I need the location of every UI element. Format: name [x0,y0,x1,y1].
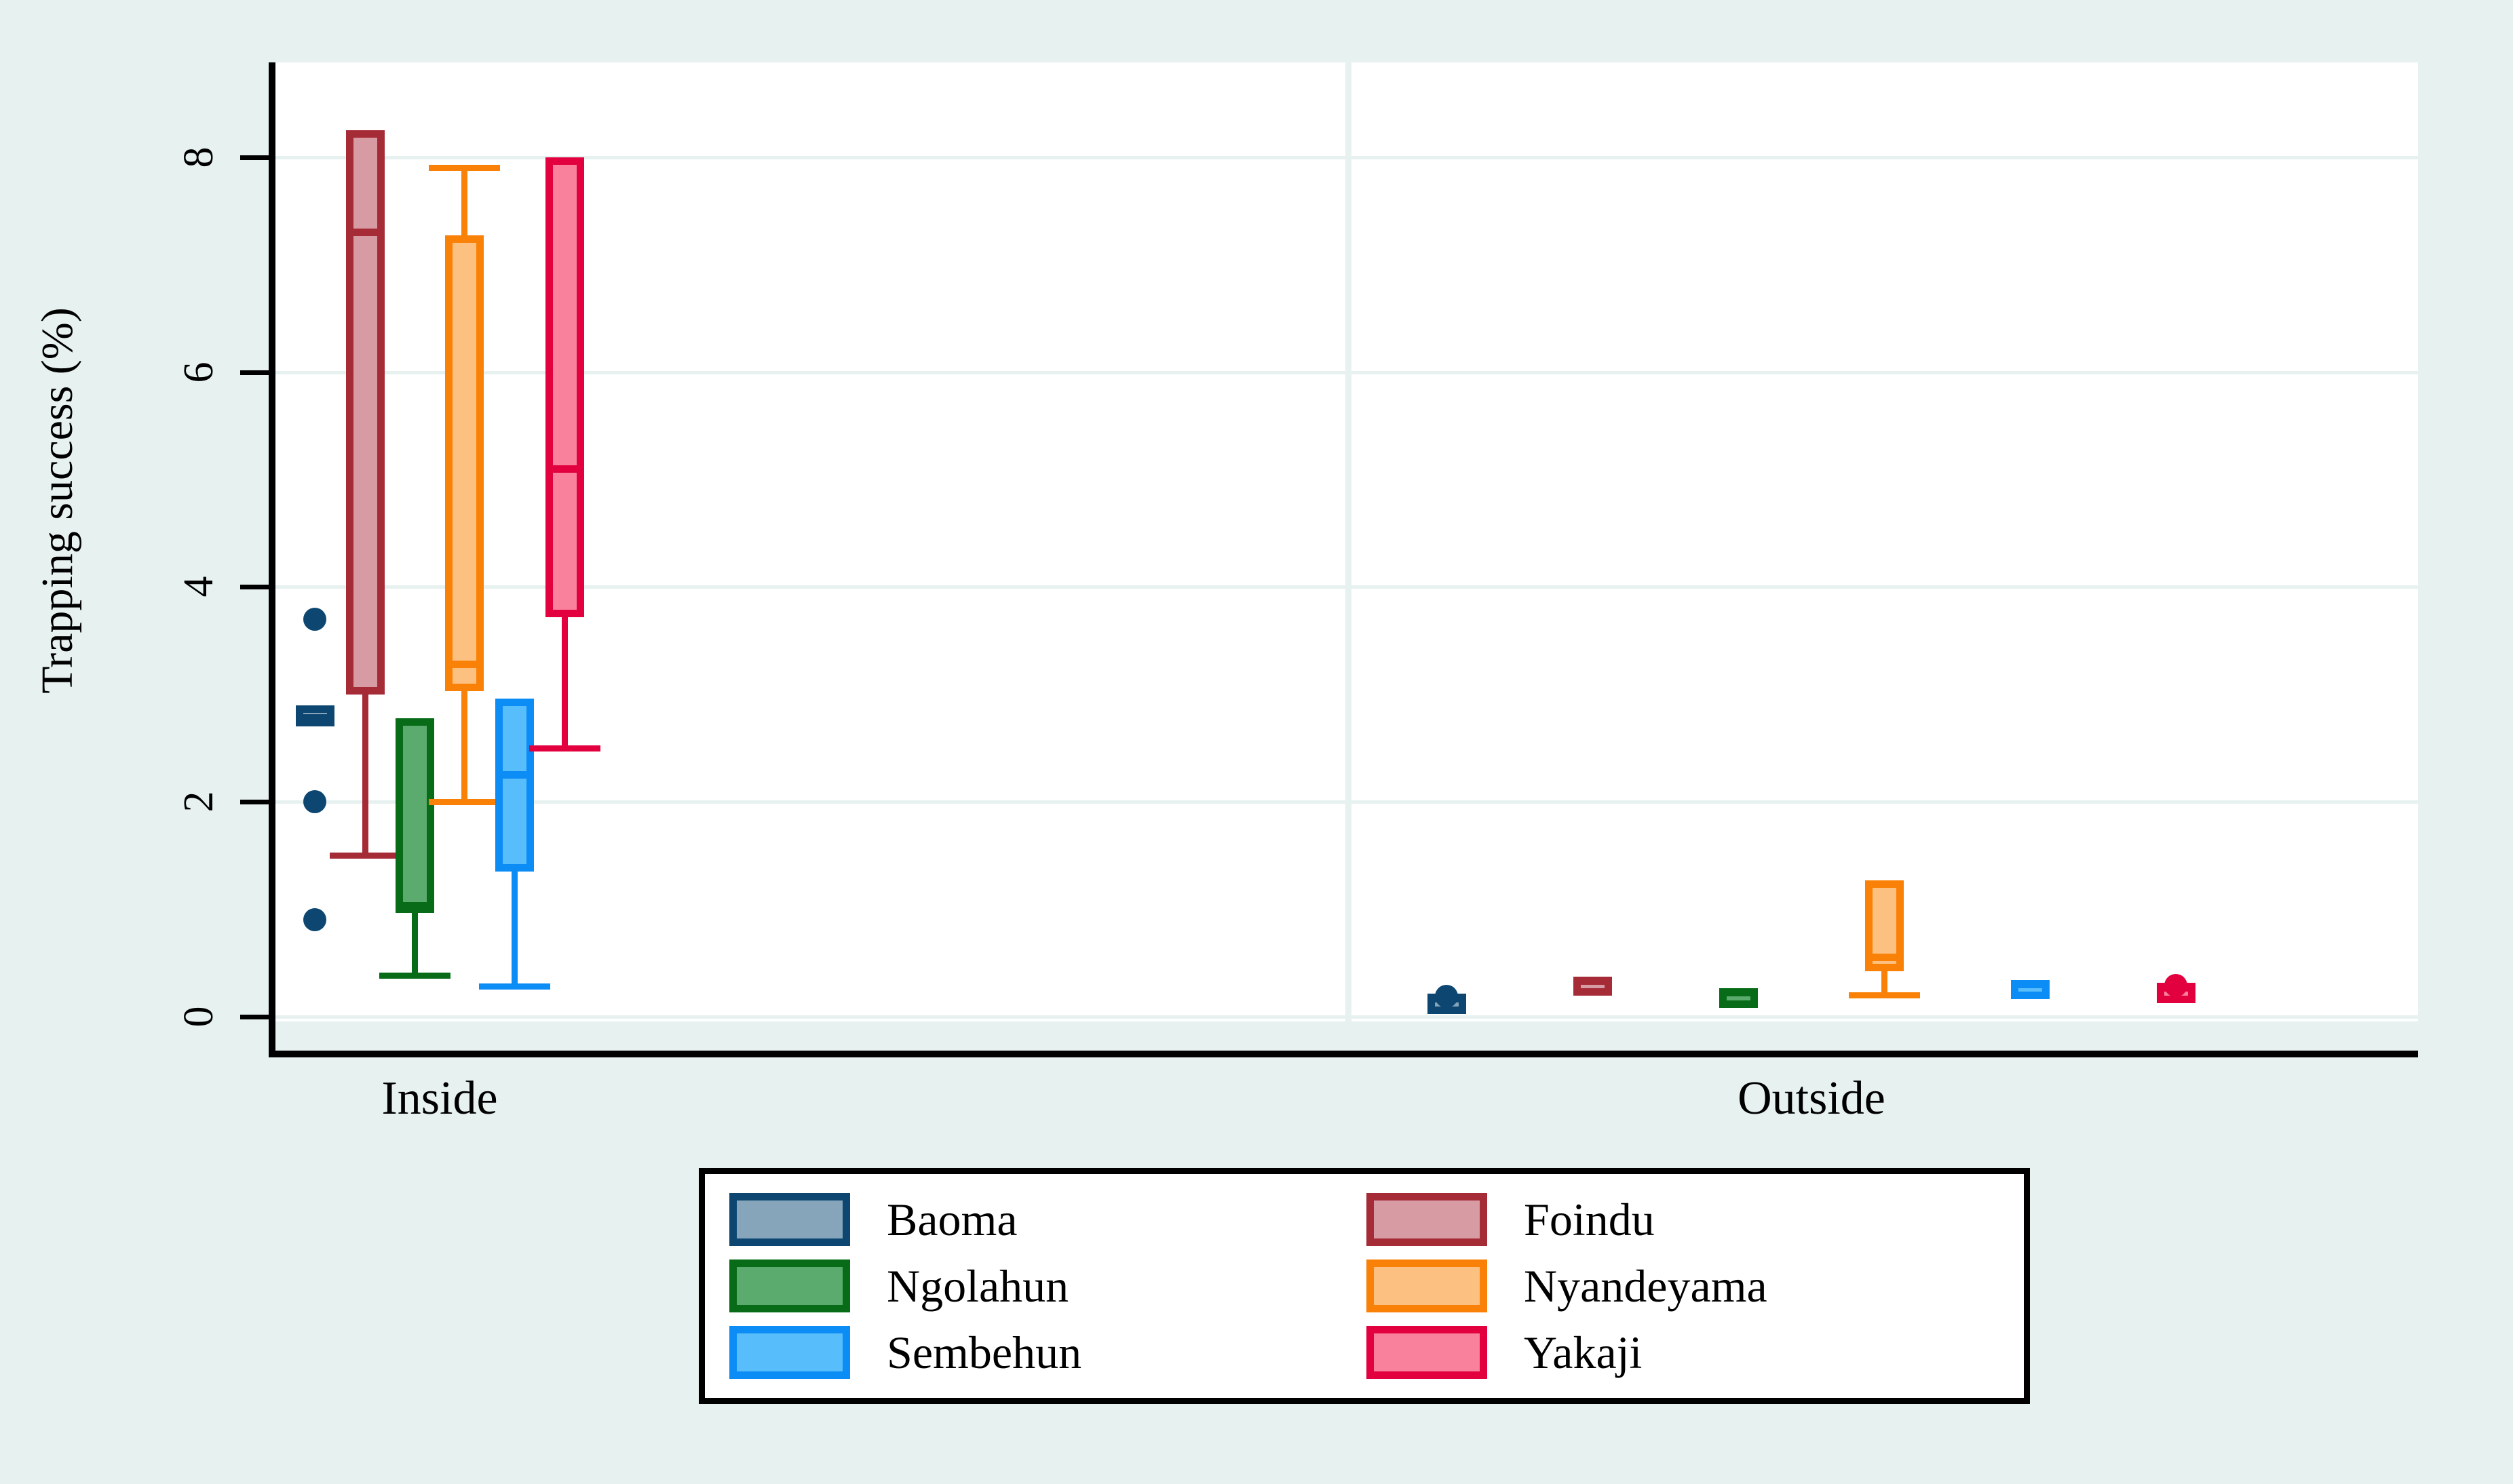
y-tick-0 [240,1015,269,1019]
legend-label-nyandeyama: Nyandeyama [1524,1260,1767,1312]
y-axis-line [269,62,275,1054]
whisker-lower-stem [461,691,467,802]
median-line [545,465,584,473]
whisker-lower-stem [1881,971,1887,996]
box-ngolahun-outside [274,62,2418,1021]
outlier-point [303,607,326,631]
median-line [345,229,385,237]
median-line [1719,988,1758,996]
box-foindu-inside [274,62,2418,1021]
x-axis-label-inside: Inside [381,1072,498,1125]
box-rect [395,718,434,910]
legend-swatch-baoma [729,1193,850,1246]
median-line [1864,954,1904,962]
legend-item-foindu[interactable]: Foindu [1366,1193,2003,1246]
box-foindu-outside [274,62,2418,1021]
box-nyandeyama-inside [274,62,2418,1021]
outlier-point [2164,974,2187,998]
outlier-point [303,790,326,814]
whisker-lower-cap [329,852,401,859]
whisker-lower-cap [379,973,450,979]
box-baoma-inside [274,62,2418,1021]
whisker-lower-cap [529,745,600,751]
box-yakaji-outside [274,62,2418,1021]
outlier-point [1435,984,1458,1008]
whisker-lower-cap [478,983,550,990]
legend-label-foindu: Foindu [1524,1194,1655,1245]
legend-item-sembehun[interactable]: Sembehun [729,1326,1366,1379]
whisker-lower-stem [362,694,368,856]
x-axis-label-outside: Outside [1738,1072,1885,1125]
whisker-lower-cap [428,798,500,805]
plot-area [274,62,2418,1021]
y-tick-label-6: 6 [176,362,222,383]
legend-label-yakaji: Yakaji [1524,1327,1643,1378]
box-sembehun-inside [274,62,2418,1021]
legend-swatch-ngolahun [729,1260,850,1312]
median-line [495,771,534,779]
outlier-point [303,908,326,932]
median-line [1573,977,1612,985]
legend-item-ngolahun[interactable]: Ngolahun [729,1260,1366,1312]
box-baoma-outside [274,62,2418,1021]
legend-label-baoma: Baoma [887,1194,1018,1245]
legend-label-sembehun: Sembehun [887,1327,1082,1378]
y-tick-label-2: 2 [176,791,222,813]
box-rect [545,157,584,617]
y-tick-label-4: 4 [176,576,222,598]
whisker-upper-cap [428,165,500,172]
x-axis-line [269,1051,2418,1057]
box-rect [444,235,484,692]
y-tick-4 [240,585,269,590]
median-line [295,714,334,722]
box-rect [345,130,385,695]
whisker-lower-stem [411,909,418,976]
legend-swatch-yakaji [1366,1326,1487,1379]
legend-item-yakaji[interactable]: Yakaji [1366,1326,2003,1379]
group-divider [1345,62,1351,1021]
legend-label-ngolahun: Ngolahun [887,1260,1069,1312]
y-tick-8 [240,155,269,160]
y-tick-label-0: 0 [176,1006,222,1028]
box-yakaji-inside [274,62,2418,1021]
box-nyandeyama-outside [274,62,2418,1021]
y-tick-6 [240,370,269,375]
box-rect [495,699,534,872]
box-sembehun-outside [274,62,2418,1021]
median-line [444,660,484,668]
whisker-upper-stem [461,168,467,236]
legend-swatch-foindu [1366,1193,1487,1246]
median-line [395,905,434,914]
y-tick-2 [240,800,269,805]
median-line [2010,980,2050,988]
whisker-lower-stem [561,617,568,748]
y-axis-title: Trapping success (%) [33,307,82,694]
legend-swatch-sembehun [729,1326,850,1379]
legend-item-baoma[interactable]: Baoma [729,1193,1366,1246]
box-ngolahun-inside [274,62,2418,1021]
y-tick-label-8: 8 [176,147,222,168]
whisker-lower-cap [1848,992,1920,998]
legend-swatch-nyandeyama [1366,1260,1487,1312]
legend-item-nyandeyama[interactable]: Nyandeyama [1366,1260,2003,1312]
whisker-lower-stem [511,872,518,987]
